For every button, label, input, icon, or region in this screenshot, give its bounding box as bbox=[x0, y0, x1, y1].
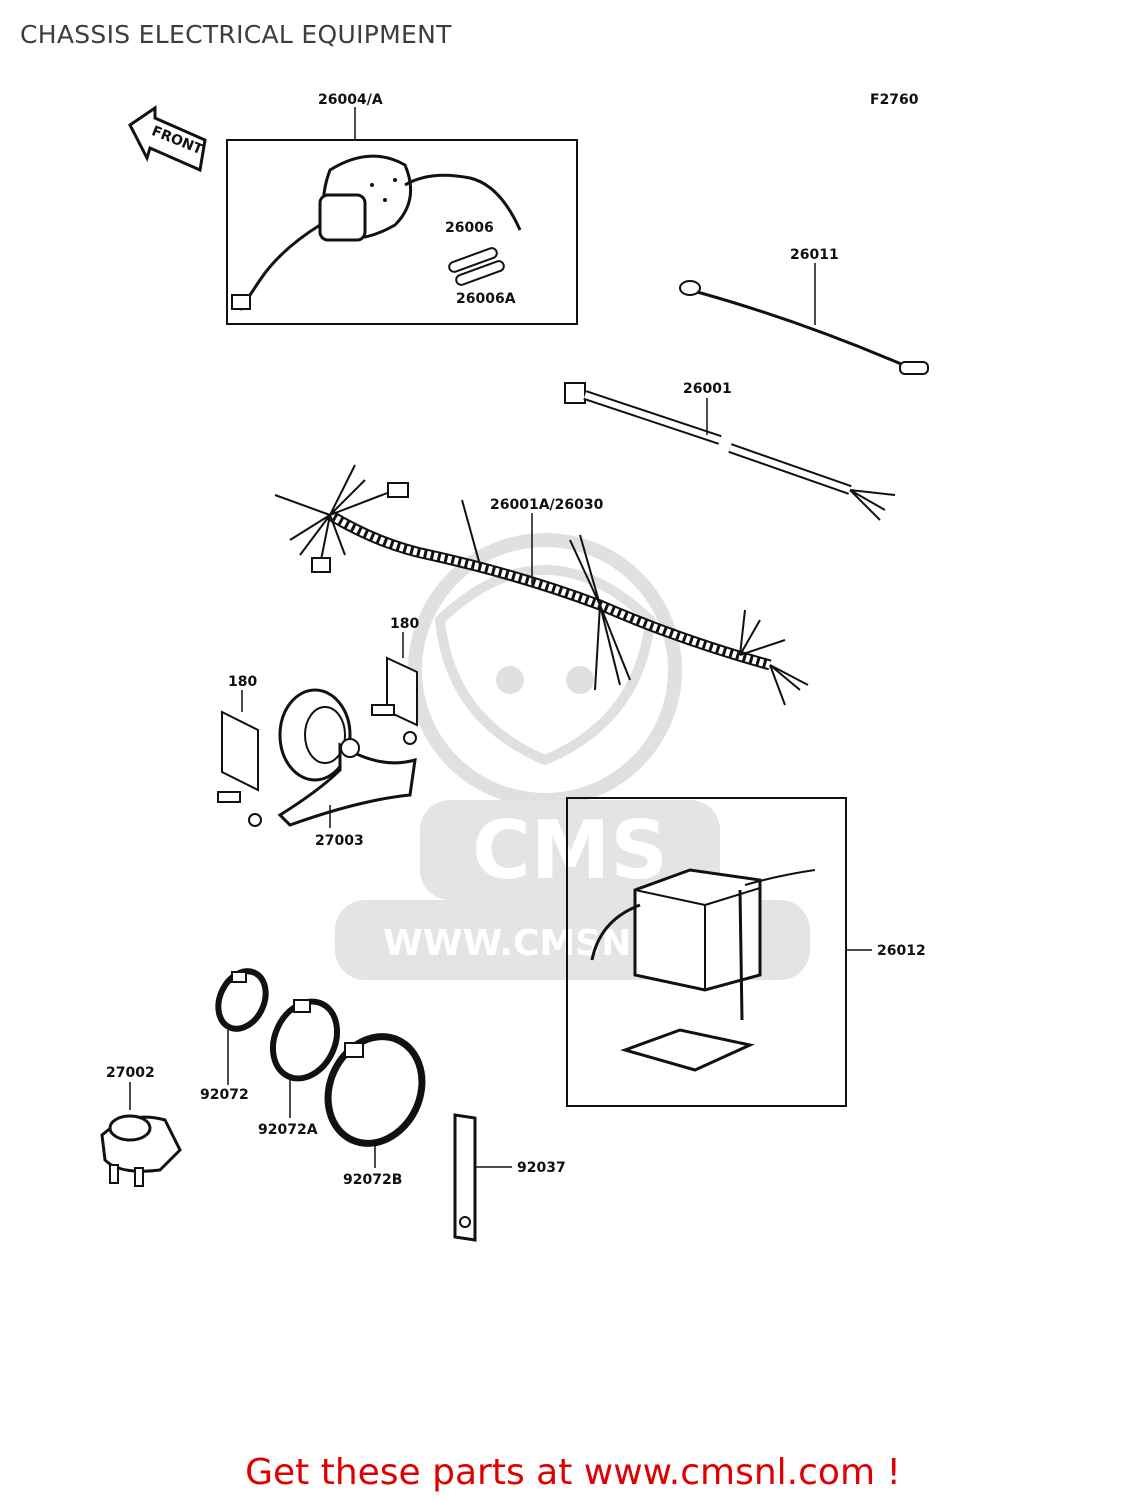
battery-26012: 26012 bbox=[566, 797, 926, 1107]
watermark-logo: CMS bbox=[472, 804, 668, 897]
part-label-27002: 27002 bbox=[106, 1065, 155, 1081]
battery-cable-26011: 26011 bbox=[679, 247, 929, 375]
page-title: CHASSIS ELECTRICAL EQUIPMENT bbox=[20, 20, 452, 49]
battery-bands: 92072 92072A 92072B bbox=[200, 968, 426, 1188]
front-arrow: FRONT bbox=[128, 105, 207, 173]
part-label-92037: 92037 bbox=[517, 1160, 566, 1176]
part-label-92072B: 92072B bbox=[343, 1172, 402, 1188]
part-label-26006A: 26006A bbox=[456, 291, 516, 307]
part-label-180b: 180 bbox=[390, 616, 419, 632]
sub-harness-26001: 26001 bbox=[564, 381, 896, 521]
strap-92037: 92037 bbox=[453, 1113, 566, 1242]
part-label-26004A: 26004/A bbox=[318, 92, 383, 108]
part-label-26006: 26006 bbox=[445, 220, 494, 236]
switch-27002: 27002 bbox=[100, 1065, 182, 1187]
part-label-92072A: 92072A bbox=[258, 1122, 318, 1138]
part-label-26011: 26011 bbox=[790, 247, 839, 263]
part-label-26001: 26001 bbox=[683, 381, 732, 397]
main-harness-26001A: 26001A/26030 bbox=[274, 464, 809, 706]
part-label-180a: 180 bbox=[228, 674, 257, 690]
figure-code: F2760 bbox=[870, 92, 919, 108]
horn-27003: 27003 180 180 bbox=[217, 616, 419, 849]
ignition-switch-group: 26004/A 26006 26006A bbox=[226, 92, 578, 325]
part-label-92072: 92072 bbox=[200, 1087, 249, 1103]
part-label-26001A-26030: 26001A/26030 bbox=[490, 497, 604, 513]
part-label-27003: 27003 bbox=[315, 833, 364, 849]
footer-parts-link[interactable]: Get these parts at www.cmsnl.com ! bbox=[245, 1452, 901, 1493]
part-label-26012: 26012 bbox=[877, 943, 926, 959]
